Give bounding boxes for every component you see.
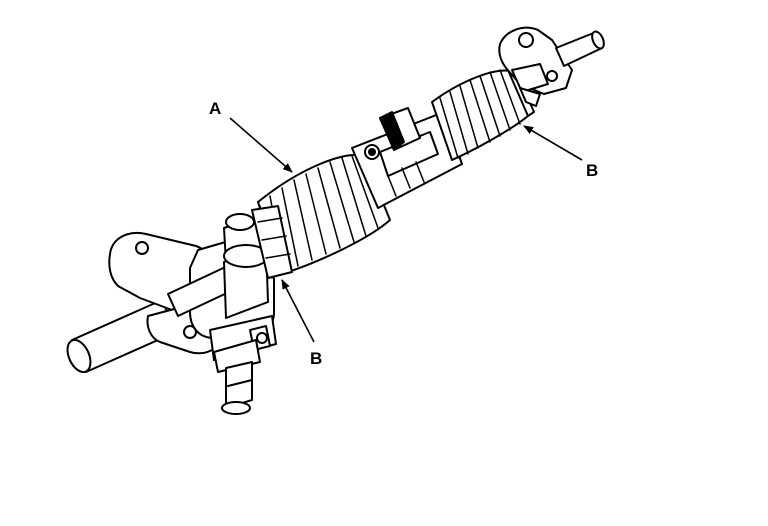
callout-label-a: A — [209, 99, 221, 118]
left-boot — [251, 153, 391, 279]
steering-rack-assembly — [66, 26, 605, 415]
right-mounting-bracket — [498, 26, 573, 107]
callout-arrow-b-lower — [281, 279, 315, 343]
callout-arrow-a — [229, 117, 293, 173]
callout-arrow-b-right — [523, 125, 583, 161]
callout-label-b-right: B — [586, 161, 598, 180]
callout-arrows — [229, 117, 583, 343]
pinion-shaft — [221, 361, 253, 415]
right-rack-shaft — [555, 30, 605, 67]
rack-housing — [351, 107, 463, 209]
callout-label-b-lower: B — [310, 349, 322, 368]
